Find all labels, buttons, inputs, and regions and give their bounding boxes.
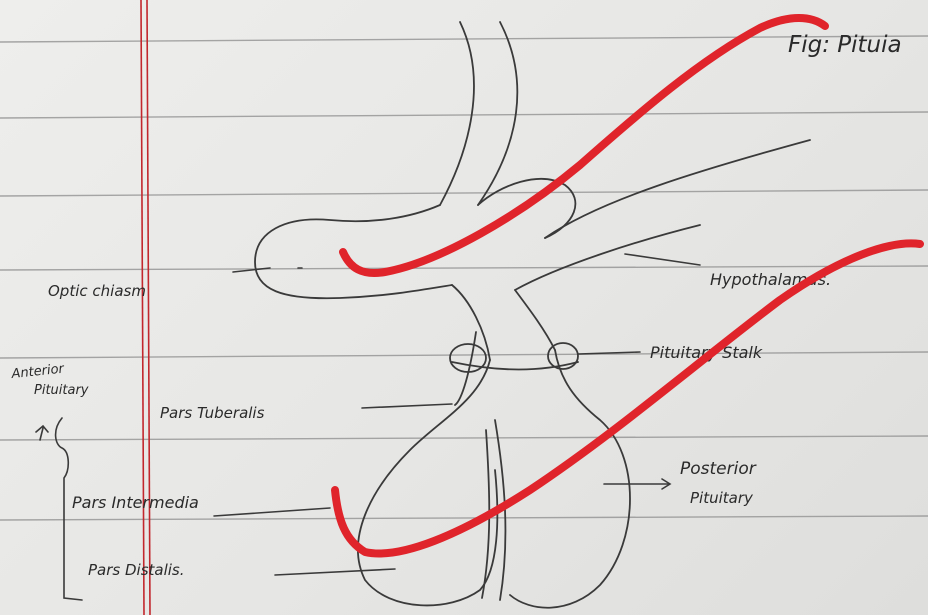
hypothalamus-outline bbox=[545, 140, 810, 238]
leader-pars-distalis bbox=[275, 569, 395, 575]
label-anterior-pituitary-line2: Pituitary bbox=[34, 383, 89, 398]
posterior-lobe-outline bbox=[510, 350, 630, 608]
leader-pars-intermedia bbox=[214, 508, 330, 516]
figure-title: Fig: Pituia bbox=[788, 32, 902, 58]
label-pars-intermedia: Pars Intermedia bbox=[72, 493, 199, 512]
optic-chiasm-outline bbox=[255, 205, 452, 298]
label-posterior-pituitary-line1: Posterior bbox=[680, 459, 757, 479]
label-pars-distalis: Pars Distalis. bbox=[88, 561, 185, 579]
leader-hypothalamus bbox=[625, 254, 700, 265]
optic-nerve-left-outline bbox=[440, 22, 474, 205]
stalk-ring-left bbox=[450, 344, 486, 372]
leader-pars-tuberalis bbox=[362, 404, 452, 408]
label-pars-tuberalis: Pars Tuberalis bbox=[160, 404, 265, 422]
optic-nerve-right-outline bbox=[478, 22, 517, 205]
stalk-left-edge bbox=[452, 285, 490, 360]
leader-lines bbox=[36, 254, 700, 600]
margin-line bbox=[141, 0, 150, 615]
label-posterior-pituitary-line2: Pituitary bbox=[690, 489, 754, 507]
hypothalamus-inner-contour bbox=[515, 225, 700, 290]
label-optic-chiasm: Optic chiasm bbox=[48, 282, 146, 300]
label-anterior-pituitary-line1: Anterior bbox=[10, 361, 66, 382]
red-check-mark-upper bbox=[343, 18, 825, 273]
anterior-lobe-outline bbox=[358, 360, 497, 605]
stalk-right-edge bbox=[515, 290, 555, 350]
